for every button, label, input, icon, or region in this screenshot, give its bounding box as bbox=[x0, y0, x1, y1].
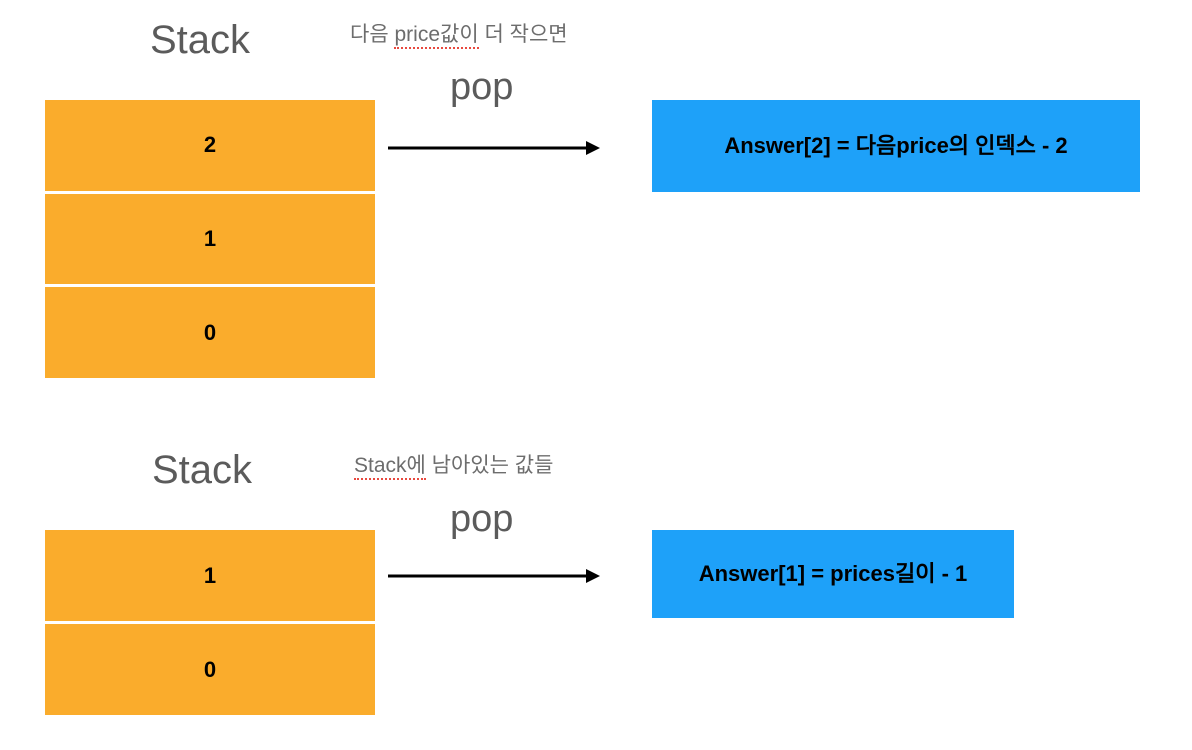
caption-2-suffix: 남아있는 값들 bbox=[425, 454, 554, 477]
stack-title-1: Stack bbox=[150, 18, 251, 62]
result-box-1: Answer[2] = 다음price의 인덱스 - 2 bbox=[652, 100, 1140, 192]
stack-cell: 1 bbox=[45, 530, 375, 621]
stack-cell-value: 0 bbox=[203, 656, 217, 682]
stack-cell: 1 bbox=[45, 190, 375, 285]
stack-2: 1 0 bbox=[45, 530, 375, 715]
stack-title-2: Stack bbox=[152, 448, 253, 492]
caption-1: 다음 price값이 더 작으면 bbox=[350, 23, 568, 49]
result-box-2: Answer[1] = prices길이 - 1 bbox=[652, 530, 1014, 618]
stack-cell-value: 1 bbox=[203, 226, 217, 251]
result-text: Answer[1] = prices길이 - 1 bbox=[698, 561, 968, 586]
stack-cell-value: 0 bbox=[203, 319, 217, 345]
caption-2: Stack에 남아있는 값들 bbox=[354, 454, 554, 480]
pop-label-2: pop bbox=[450, 498, 514, 540]
result-text: Answer[2] = 다음price의 인덱스 - 2 bbox=[724, 133, 1068, 158]
caption-2-misspelled-word: Stack에 bbox=[354, 454, 426, 480]
stack-cell: 0 bbox=[45, 621, 375, 715]
stack-cell: 0 bbox=[45, 284, 375, 379]
caption-1-suffix: 더 작으면 bbox=[478, 23, 568, 46]
pop-label-1: pop bbox=[450, 66, 514, 108]
stack-1: 2 1 0 bbox=[45, 100, 375, 379]
stack-cell-value: 2 bbox=[203, 132, 217, 158]
arrow-right-icon bbox=[388, 569, 600, 583]
stack-cell: 2 bbox=[45, 100, 375, 191]
arrow-right-icon bbox=[388, 141, 600, 155]
caption-1-misspelled-word: price값이 bbox=[394, 23, 479, 49]
caption-1-prefix: 다음 bbox=[350, 23, 395, 46]
stack-cell-value: 1 bbox=[203, 562, 217, 588]
